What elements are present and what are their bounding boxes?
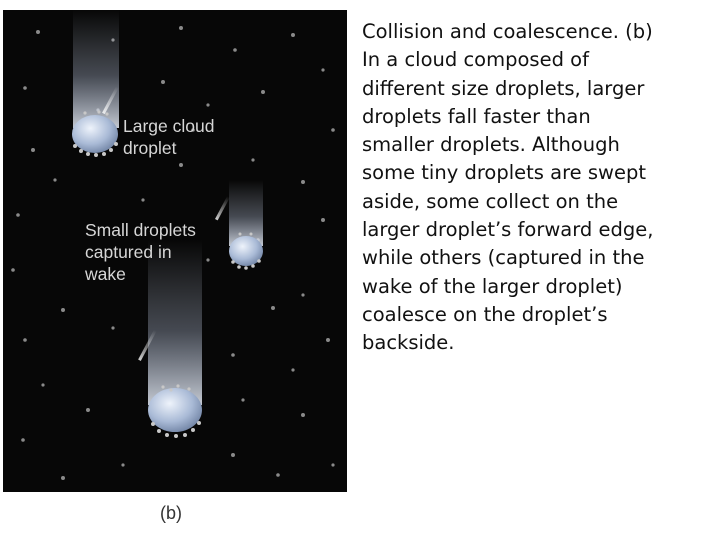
- description-line: different size droplets, larger: [362, 76, 645, 100]
- description-text: Collision and coalescence. (b) In a clou…: [362, 18, 714, 358]
- label-small-droplets-captured: Small droplets captured in wake: [85, 220, 196, 284]
- description-line: Collision and coalescence. (b): [362, 20, 653, 43]
- panel-letter: (b): [160, 503, 182, 523]
- description-line: larger droplet’s forward edge,: [362, 218, 654, 242]
- label-large-cloud-droplet: Large cloud droplet: [123, 116, 215, 158]
- description-line: backside.: [362, 331, 455, 355]
- large-droplet-top: [72, 10, 119, 157]
- small-droplet-middle: [215, 180, 263, 270]
- description-line: some tiny droplets are swept: [362, 161, 646, 185]
- description-line: droplets fall faster than: [362, 104, 591, 128]
- droplet-artwork: [11, 10, 335, 480]
- description-line: coalesce on the droplet’s: [362, 302, 608, 326]
- description-line: In a cloud composed of: [362, 48, 589, 72]
- description-line: while others (captured in the: [362, 246, 645, 270]
- description-line: smaller droplets. Although: [362, 133, 620, 157]
- large-droplet-bottom: [138, 240, 202, 438]
- description-line: aside, some collect on the: [362, 189, 619, 213]
- background-tiny-droplets: [11, 26, 335, 480]
- cloud-droplet-illustration: Large cloud droplet Small droplets captu…: [3, 10, 347, 492]
- description-line: wake of the larger droplet): [362, 274, 623, 298]
